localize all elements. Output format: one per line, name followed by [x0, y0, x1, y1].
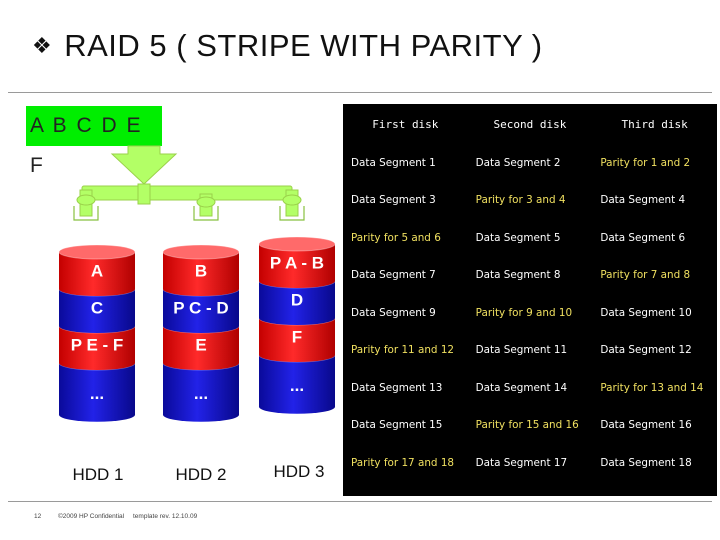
table-cell: Data Segment 17	[468, 444, 593, 482]
disk-block-label: B	[195, 262, 207, 281]
raid-segment-table: First disk Second disk Third disk Data S…	[343, 104, 717, 496]
table-cell: Data Segment 1	[343, 144, 468, 182]
hdd-3-stack: ... FD P A - B	[259, 237, 335, 414]
disk-array: ... P E - F CA... E P C - D B... FD P A - B	[0, 0, 345, 460]
disk-block: P A - B	[259, 237, 335, 288]
hdd-2-label: HDD 2	[156, 465, 246, 485]
table-cell: Data Segment 12	[592, 332, 717, 370]
table-cell: Data Segment 18	[592, 444, 717, 482]
disk-block: B	[163, 245, 239, 296]
table-cell: Data Segment 14	[468, 369, 593, 407]
table-row: .........	[343, 482, 717, 497]
table-cell: Parity for 5 and 6	[343, 219, 468, 257]
table-cell: Data Segment 6	[592, 219, 717, 257]
disk-block: A	[59, 245, 135, 296]
table-cell: Data Segment 11	[468, 332, 593, 370]
table-cell: Data Segment 2	[468, 144, 593, 182]
header-third-disk: Third disk	[592, 104, 717, 144]
table-cell: Parity for 9 and 10	[468, 294, 593, 332]
table-cell: Parity for 3 and 4	[468, 182, 593, 220]
table-cell: Data Segment 5	[468, 219, 593, 257]
table-cell: ...	[468, 482, 593, 497]
table-cell: Data Segment 7	[343, 257, 468, 295]
disk-block-label: P C - D	[173, 299, 228, 318]
copyright-note: ©2009 HP Confidential	[58, 513, 124, 520]
table-cell: Data Segment 16	[592, 407, 717, 445]
table-cell: Data Segment 4	[592, 182, 717, 220]
table-cell: Parity for 17 and 18	[343, 444, 468, 482]
template-note: template rev. 12.10.09	[133, 513, 197, 520]
table-cell: Data Segment 3	[343, 182, 468, 220]
disk-block-label: A	[91, 262, 103, 281]
footer-divider	[8, 501, 712, 502]
table-cell: Parity for 11 and 12	[343, 332, 468, 370]
hdd-3-label: HDD 3	[254, 462, 344, 482]
table-cell: Data Segment 8	[468, 257, 593, 295]
disk-block-label: C	[91, 299, 103, 318]
table-cell: Parity for 7 and 8	[592, 257, 717, 295]
disk-block-label: E	[195, 336, 206, 355]
hdd-1-label: HDD 1	[53, 465, 143, 485]
header-first-disk: First disk	[343, 104, 468, 144]
disk-block-label: P A - B	[270, 254, 324, 273]
raid-table: First disk Second disk Third disk Data S…	[343, 104, 717, 496]
table-cell: Data Segment 13	[343, 369, 468, 407]
hdd-2-stack: ... E P C - D B	[163, 245, 239, 422]
table-cell: Parity for 1 and 2	[592, 144, 717, 182]
table-cell: Data Segment 15	[343, 407, 468, 445]
table-cell: ...	[592, 482, 717, 497]
page-number: 12	[34, 513, 41, 520]
disk-more-label: ...	[290, 376, 304, 395]
table-cell: Data Segment 10	[592, 294, 717, 332]
hdd-1-stack: ... P E - F CA	[59, 245, 135, 422]
table-cell: Parity for 13 and 14	[592, 369, 717, 407]
table-header-row: First disk Second disk Third disk	[343, 104, 717, 144]
disk-block-label: D	[291, 291, 303, 310]
disk-block-label: F	[292, 328, 302, 347]
disk-more-label: ...	[194, 384, 208, 403]
header-second-disk: Second disk	[468, 104, 593, 144]
disk-block-label: P E - F	[71, 336, 124, 355]
table-cell: Data Segment 9	[343, 294, 468, 332]
table-cell: ...	[343, 482, 468, 497]
table-cell: Parity for 15 and 16	[468, 407, 593, 445]
disk-more-label: ...	[90, 384, 104, 403]
